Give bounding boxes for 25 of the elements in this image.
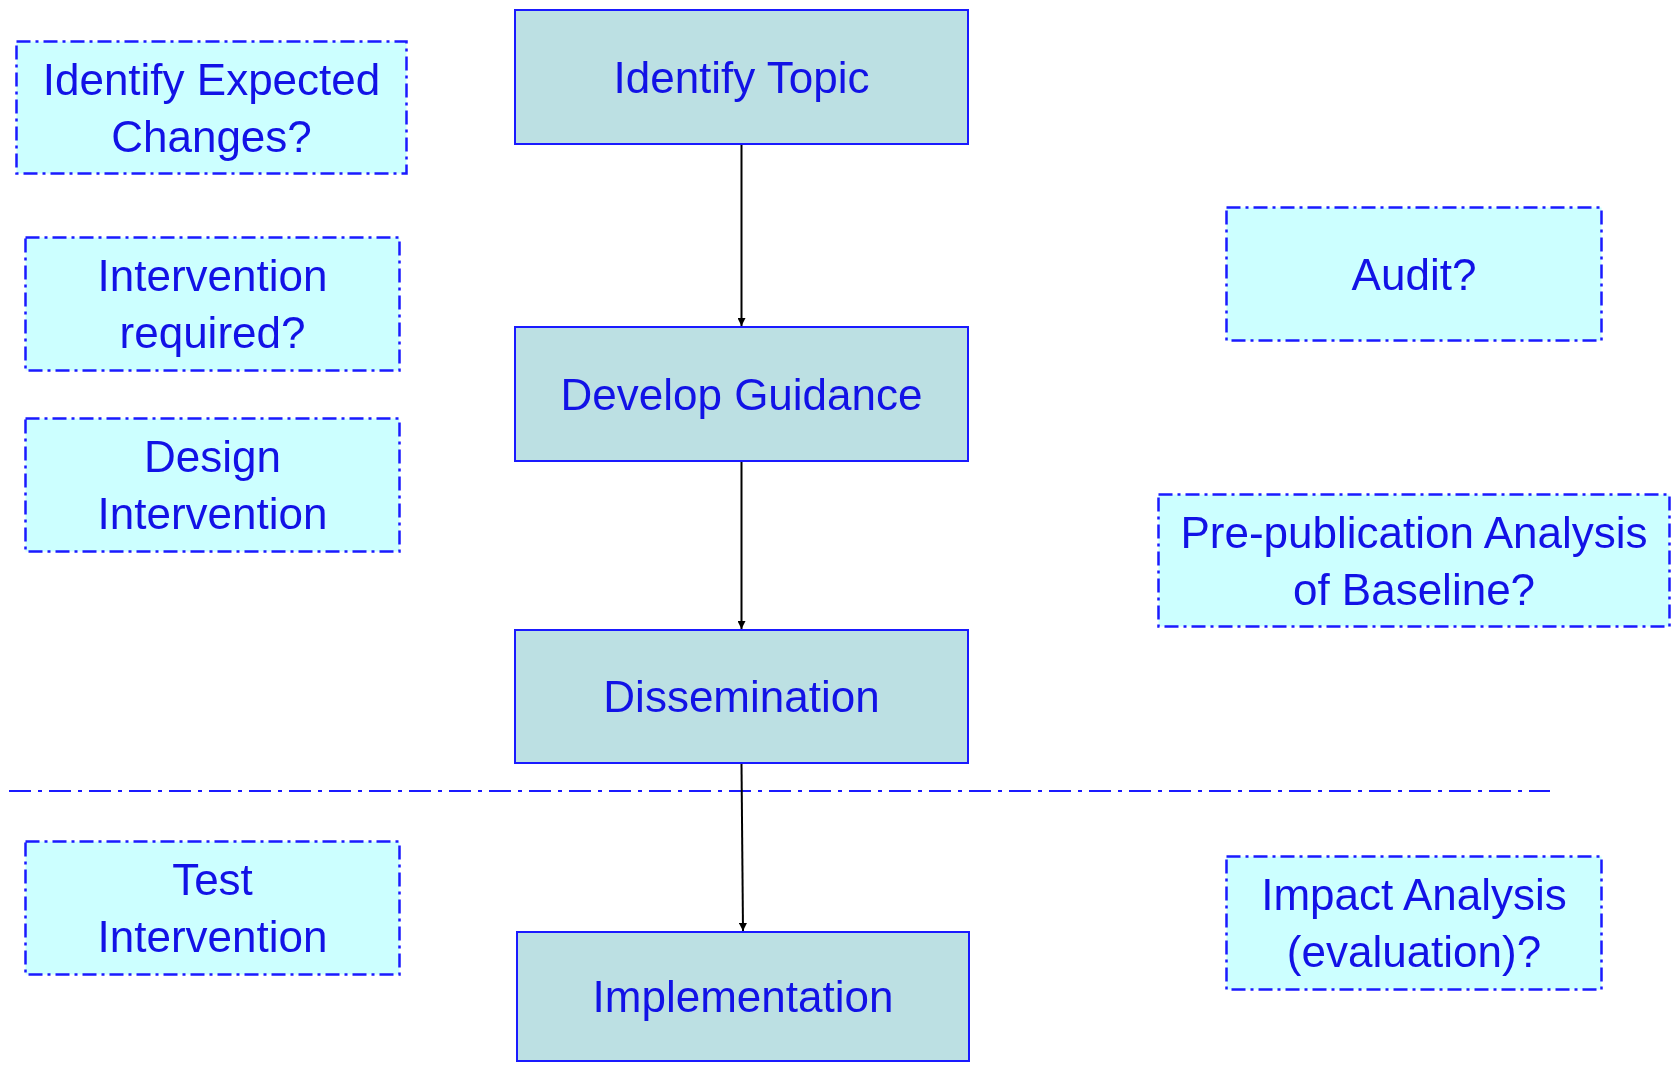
box-label: Dissemination [603,671,880,723]
box-label: Identify Expected Changes? [41,53,382,163]
box-label: Identify Topic [613,51,870,104]
box-label: Audit? [1351,248,1477,301]
box-label: Test Intervention [96,854,329,963]
question-box [1225,206,1603,342]
question-box [15,40,408,175]
process-box [514,629,969,764]
question-box [24,417,401,553]
box-label: Design Intervention [96,431,329,540]
process-box [514,326,969,462]
arrow [737,144,746,327]
arrow [738,763,747,932]
box-label: Develop Guidance [560,368,923,421]
question-box [1157,493,1671,628]
box-label: Pre-publication Analysis of Baseline? [1179,506,1649,616]
process-box [516,931,970,1062]
question-box [24,236,401,372]
question-box [24,840,401,976]
box-label: Impact Analysis (evaluation)? [1260,869,1568,978]
box-label: Intervention required? [96,250,329,359]
arrow [737,461,746,630]
question-box [1225,855,1603,991]
process-box [514,9,969,145]
box-label: Implementation [592,971,894,1023]
